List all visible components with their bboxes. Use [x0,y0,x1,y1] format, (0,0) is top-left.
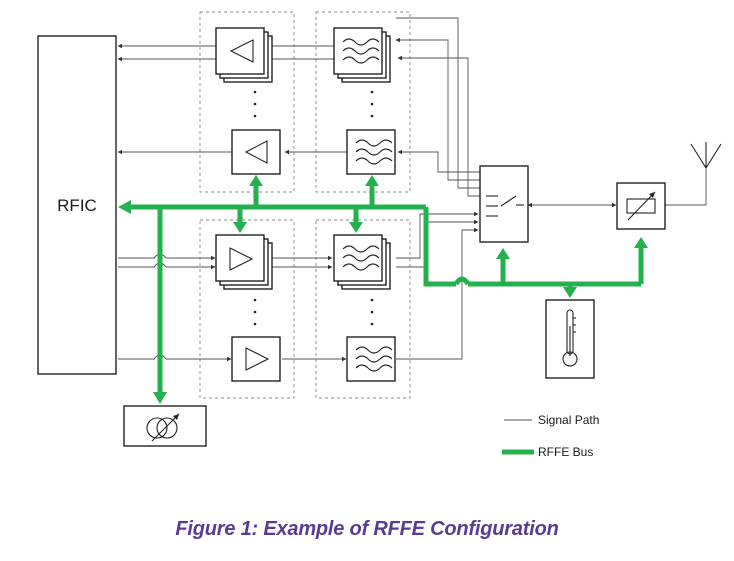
legend: Signal Path RFFE Bus [502,413,599,459]
legend-signal-path-label: Signal Path [538,413,599,427]
rx-amplifier [231,129,281,175]
temperature-sensor [545,299,595,379]
rfic-label: RFIC [57,196,97,215]
thermometer-icon [562,309,578,367]
rx-amplifier-group [199,11,295,193]
figure-caption: Figure 1: Example of RFFE Configuration [175,518,559,540]
antenna-tuner [616,182,666,230]
tx-filter-stack [333,234,391,290]
tx-amplifier-group [199,219,295,399]
amplifier-left-icon [229,39,254,63]
amplifier-right-icon [245,347,270,371]
tunable-element-icon [626,198,656,214]
filter-icon [342,245,380,271]
rfic-block [37,35,117,375]
rffe-bus [118,175,648,404]
rx-filter-group [315,11,411,193]
rx-amplifier-stack [215,27,273,83]
filter-icon [355,346,393,372]
antenna-icon [690,142,722,169]
amplifier-right-icon [229,247,254,271]
legend-rffe-bus-label: RFFE Bus [538,445,593,459]
tx-amplifier-stack [215,234,273,290]
variable-transformer-icon [146,413,180,442]
tx-filter [346,336,396,382]
filter-icon [355,139,393,165]
amplifier-left-icon [244,140,268,164]
phase-shifter [123,405,207,447]
antenna-switch [479,165,529,243]
rx-filter-stack [333,27,391,83]
crossing-hops [153,250,167,366]
ellipsis-dots [253,90,374,326]
rx-filter [346,129,396,175]
filter-icon [342,38,380,64]
tx-amplifier [231,336,281,382]
tx-filter-group [315,219,411,399]
switch-icon [486,195,524,217]
